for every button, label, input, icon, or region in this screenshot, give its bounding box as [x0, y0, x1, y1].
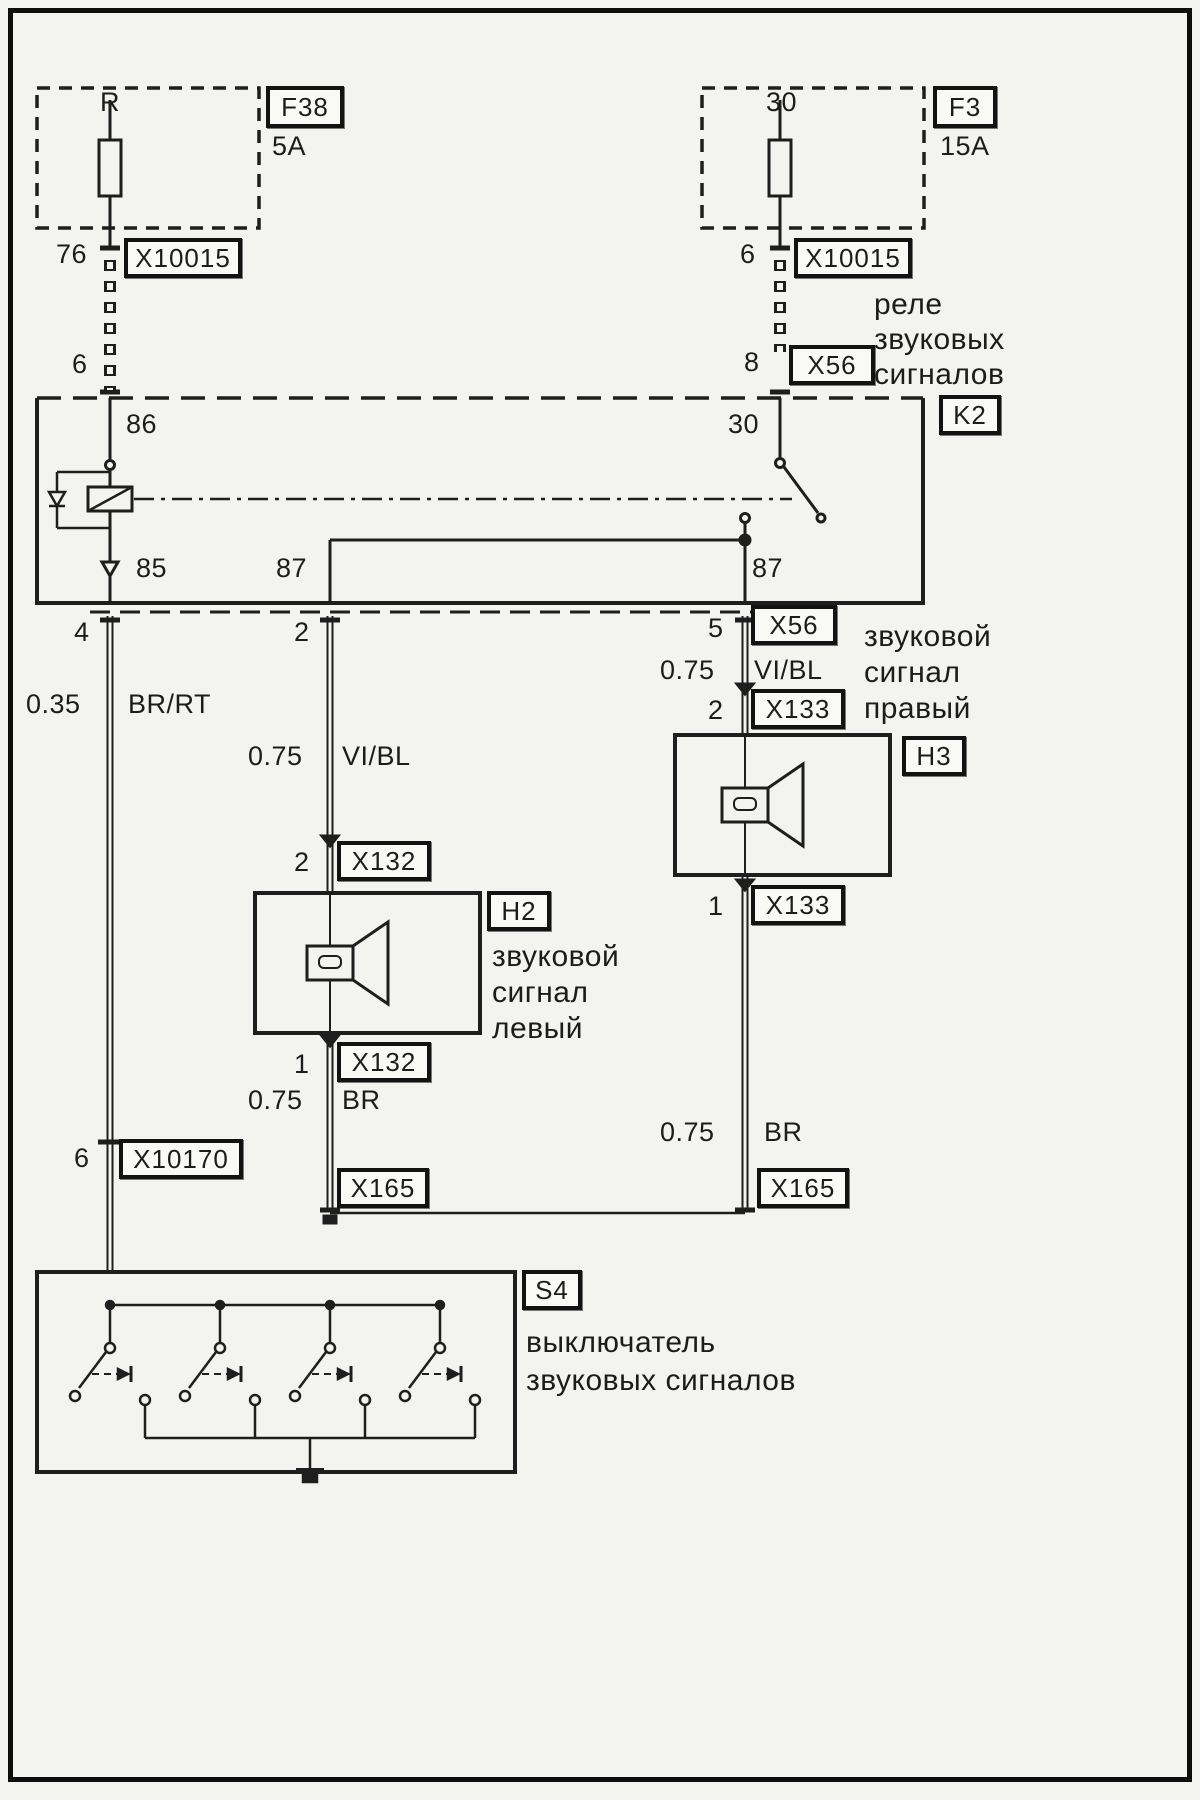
relay-title-line2: звуковых — [874, 323, 1005, 356]
horn-left-symbol — [253, 891, 482, 1035]
fuse-right-terminal: 30 — [766, 87, 798, 117]
pin-2-x132: 2 — [294, 847, 310, 877]
relay-pin-8: 8 — [744, 347, 760, 377]
horn-right-symbol — [673, 733, 892, 877]
connector-x133-top-tick — [733, 682, 757, 697]
relay-pin-6: 6 — [72, 349, 88, 379]
fuse-left-terminal: R — [100, 87, 120, 117]
horn-left-title-line2: сигнал — [492, 976, 589, 1009]
wire-br-mid: BR — [342, 1085, 381, 1115]
connector-x132-bottom-tick — [318, 1034, 342, 1049]
relay-box — [35, 396, 925, 605]
pin-2-x133: 2 — [708, 695, 724, 725]
fuse-right-symbol — [700, 86, 926, 251]
connector-x132-top-tag: X132 — [337, 841, 431, 881]
connector-x132-bottom-tag: X132 — [337, 1042, 431, 1082]
horn-right-title-line2: сигнал — [864, 656, 961, 689]
relay-title-line1: реле — [874, 288, 943, 321]
connector-x132-top-tick — [318, 834, 342, 849]
pin-5: 5 — [708, 613, 724, 643]
connector-x56-bottom-tag: X56 — [751, 605, 837, 645]
relay-pin-87b: 87 — [752, 553, 784, 583]
gauge-mid-top: 0.75 — [248, 741, 303, 771]
gauge-0-35: 0.35 — [26, 689, 81, 719]
horn-right-title-line3: правый — [864, 692, 971, 725]
connector-x10015-left-tag: X10015 — [124, 238, 242, 278]
pin-2-mid: 2 — [294, 617, 310, 647]
fuse-right-rating: 15A — [940, 131, 990, 161]
connector-x10015-right-tag: X10015 — [794, 238, 912, 278]
switch-title-line2: звуковых сигналов — [526, 1364, 796, 1397]
relay-coil-and-contact — [46, 398, 827, 603]
wire-right-branch — [741, 616, 749, 1210]
switch-title-line1: выключатель — [526, 1326, 716, 1359]
switch-internals — [68, 1299, 482, 1484]
relay-pin-87a: 87 — [276, 553, 308, 583]
wire-vi-bl-mid: VI/BL — [342, 741, 411, 771]
relay-code-tag: K2 — [939, 395, 1001, 435]
pin-76: 76 — [56, 239, 88, 269]
connector-x165-left-tag: X165 — [337, 1168, 429, 1208]
relay-pin-86: 86 — [126, 409, 158, 439]
connector-x133-top-tag: X133 — [751, 689, 845, 729]
switch-box — [35, 1270, 517, 1474]
fuse-right-code-tag: F3 — [933, 86, 997, 128]
horn-left-title-line1: звуковой — [492, 940, 620, 973]
pin-1-x133: 1 — [708, 891, 724, 921]
ground-link — [320, 1207, 755, 1225]
sheet-frame — [8, 8, 1192, 1782]
horn-left-code-tag: H2 — [487, 891, 551, 931]
connector-x56-top-tag: X56 — [789, 345, 875, 385]
pin-1-x132: 1 — [294, 1049, 310, 1079]
wire-br-rt: BR/RT — [128, 689, 212, 719]
connector-x133-bottom-tick — [733, 878, 757, 893]
horn-right-code-tag: H3 — [902, 736, 966, 776]
gauge-mid-bot: 0.75 — [248, 1085, 303, 1115]
fuse-left-code-tag: F38 — [266, 86, 344, 128]
relay-title-line3: сигналов — [874, 358, 1005, 391]
supply-wire-hollow-overlay — [107, 260, 783, 390]
horn-right-title-line1: звуковой — [864, 620, 992, 653]
wire-mid-branch — [326, 616, 334, 1210]
connector-x10170-tag: X10170 — [119, 1139, 243, 1179]
pin-4: 4 — [74, 617, 90, 647]
fuse-left-symbol — [35, 86, 261, 251]
fuse-left-rating: 5A — [272, 131, 307, 161]
wire-left-branch — [106, 616, 114, 1272]
relay-pin-85: 85 — [136, 553, 168, 583]
connector-x133-bottom-tag: X133 — [751, 885, 845, 925]
connector-x165-right-tag: X165 — [757, 1168, 849, 1208]
gauge-right-top: 0.75 — [660, 655, 715, 685]
horn-left-title-line3: левый — [492, 1012, 583, 1045]
pin-6-right: 6 — [740, 239, 756, 269]
switch-code-tag: S4 — [522, 1270, 582, 1310]
pin-6-bottom: 6 — [74, 1143, 90, 1173]
wire-vi-bl-right: VI/BL — [754, 655, 823, 685]
gauge-right-bot: 0.75 — [660, 1117, 715, 1147]
wire-br-right: BR — [764, 1117, 803, 1147]
relay-pin-30: 30 — [728, 409, 760, 439]
